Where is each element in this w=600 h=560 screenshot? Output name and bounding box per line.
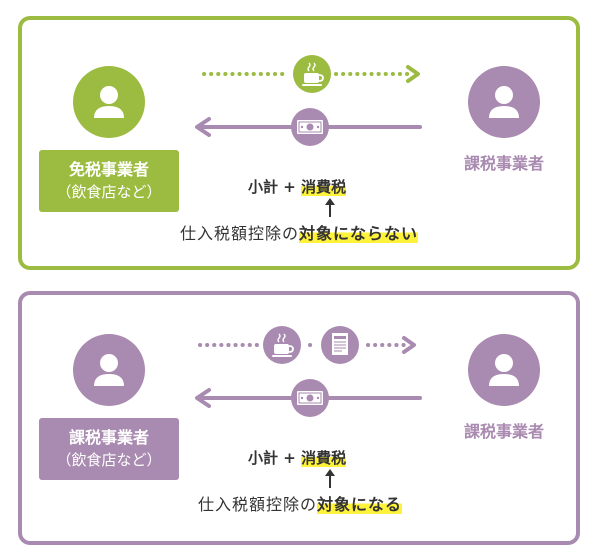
left-party-sub: （飲食店など） (56, 183, 162, 201)
left-party-name: 免税事業者 (68, 160, 149, 179)
note-prefix: 仕入税額控除の (180, 224, 300, 243)
left-party-label: 課税事業者 （飲食店など） (39, 418, 179, 480)
formula-tax: 消費税 (301, 178, 347, 196)
formula-subtotal: 小計 (248, 449, 279, 467)
left-party-label: 免税事業者 （飲食店など） (39, 150, 179, 212)
goods-flow-arrow (202, 65, 420, 83)
note-emphasis: 対象にならない (299, 224, 419, 243)
up-arrow-icon (325, 469, 335, 488)
right-party-label: 課税事業者 (463, 154, 544, 173)
deduction-note: 仕入税額控除の対象になる (198, 491, 403, 515)
invoice-icon-circle (321, 326, 359, 364)
left-party-avatar (73, 334, 145, 406)
formula-tax: 消費税 (301, 449, 347, 467)
right-party-avatar (468, 334, 540, 406)
left-party-sub: （飲食店など） (56, 451, 162, 469)
price-formula: 小計 + 消費税 (248, 176, 347, 197)
panel-taxable: 課税事業者 （飲食店など） 課税事業者 (18, 291, 580, 545)
person-icon (489, 354, 519, 386)
note-emphasis: 対象になる (317, 495, 403, 514)
up-arrow-icon (325, 198, 335, 217)
right-party-avatar (468, 66, 540, 138)
left-party-name: 課税事業者 (68, 428, 149, 447)
payment-icon-circle (291, 108, 329, 146)
goods-icon-circle (263, 326, 301, 364)
formula-plus: + (283, 449, 296, 467)
right-party-label: 課税事業者 (463, 422, 544, 441)
goods-icon-circle (293, 55, 331, 93)
price-formula: 小計 + 消費税 (248, 447, 347, 468)
deduction-note: 仕入税額控除の対象にならない (180, 220, 419, 244)
invoice-icon (332, 333, 348, 355)
person-icon (489, 86, 519, 118)
person-icon (94, 354, 124, 386)
person-icon (94, 86, 124, 118)
formula-plus: + (283, 178, 296, 196)
banknote-icon (297, 120, 323, 134)
panel-tax-exempt: 免税事業者 （飲食店など） 課税事業者 (18, 16, 580, 270)
payment-icon-circle (291, 379, 329, 417)
goods-flow-arrow (198, 336, 416, 354)
formula-subtotal: 小計 (248, 178, 279, 196)
coffee-cup-icon (272, 333, 294, 357)
coffee-cup-icon (302, 62, 324, 86)
note-prefix: 仕入税額控除の (198, 495, 318, 514)
left-party-avatar (73, 66, 145, 138)
banknote-icon (297, 391, 323, 405)
